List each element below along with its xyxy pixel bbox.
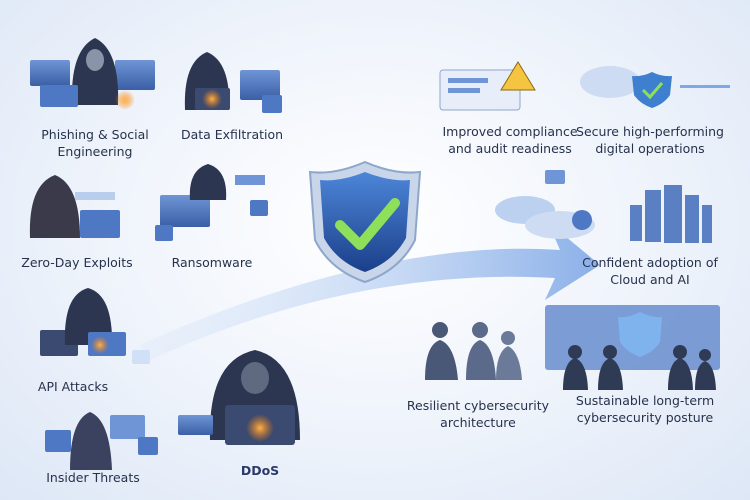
outcome-label-resilient-architecture: Resilient cybersecurity architecture — [407, 397, 549, 431]
label-line: and audit readiness — [448, 141, 572, 156]
label-line: Secure high-performing — [576, 124, 724, 139]
label-line: Resilient cybersecurity — [406, 398, 550, 413]
scene-ransomware — [155, 164, 268, 241]
arrow-right-icon — [140, 222, 600, 360]
label-line: Improved compliance — [442, 124, 578, 139]
label-line: API Attacks — [37, 379, 109, 394]
outcome-label-digital-operations: Secure high-performing digital operations — [576, 123, 724, 157]
padlock-icon — [155, 225, 173, 241]
label-line: Data Exfiltration — [180, 127, 284, 142]
server-rack-icon — [630, 185, 712, 243]
padlock-icon — [138, 437, 158, 455]
threat-label-ransomware: Ransomware — [172, 254, 253, 271]
scene-zero-day — [29, 175, 120, 238]
scene-cloud-ai — [495, 170, 712, 243]
threat-label-ddos: DDoS — [241, 462, 279, 479]
shield-check-icon — [308, 160, 422, 284]
label-line: Sustainable long-term — [575, 393, 715, 408]
label-line: Cloud and AI — [610, 272, 690, 287]
scene-phishing — [30, 38, 155, 110]
outcome-label-compliance: Improved compliance and audit readiness — [442, 123, 577, 157]
outcome-label-cloud-ai: Confident adoption of Cloud and AI — [582, 254, 718, 288]
scene-resilient-architecture — [425, 322, 522, 380]
threat-label-data-exfiltration: Data Exfiltration — [181, 126, 283, 143]
scene-insider-threats — [45, 412, 158, 470]
padlock-icon — [262, 95, 282, 113]
label-line: DDoS — [240, 463, 280, 478]
scene-api-attacks — [40, 288, 150, 364]
scene-digital-operations — [580, 66, 730, 108]
label-line: Ransomware — [171, 255, 253, 270]
threat-label-insider-threats: Insider Threats — [46, 469, 140, 486]
label-line: cybersecurity posture — [576, 410, 714, 425]
padlock-icon — [250, 200, 268, 216]
padlock-icon — [572, 210, 592, 230]
scene-data-exfiltration — [184, 52, 282, 113]
scene-sustainable-posture — [545, 305, 720, 390]
label-line: digital operations — [595, 141, 705, 156]
outcome-label-sustainable-posture: Sustainable long-term cybersecurity postu… — [576, 392, 714, 426]
scene-compliance — [439, 61, 536, 111]
label-line: Zero-Day Exploits — [21, 255, 133, 270]
label-line: architecture — [440, 415, 516, 430]
threat-label-zero-day: Zero-Day Exploits — [21, 254, 132, 271]
cloud-icon — [580, 66, 640, 98]
label-line: Engineering — [57, 144, 133, 159]
threat-label-api-attacks: API Attacks — [38, 378, 108, 395]
label-line: Insider Threats — [46, 470, 140, 485]
label-line: Phishing & Social — [41, 127, 149, 142]
scene-ddos — [178, 350, 300, 445]
label-line: Confident adoption of — [582, 255, 718, 270]
